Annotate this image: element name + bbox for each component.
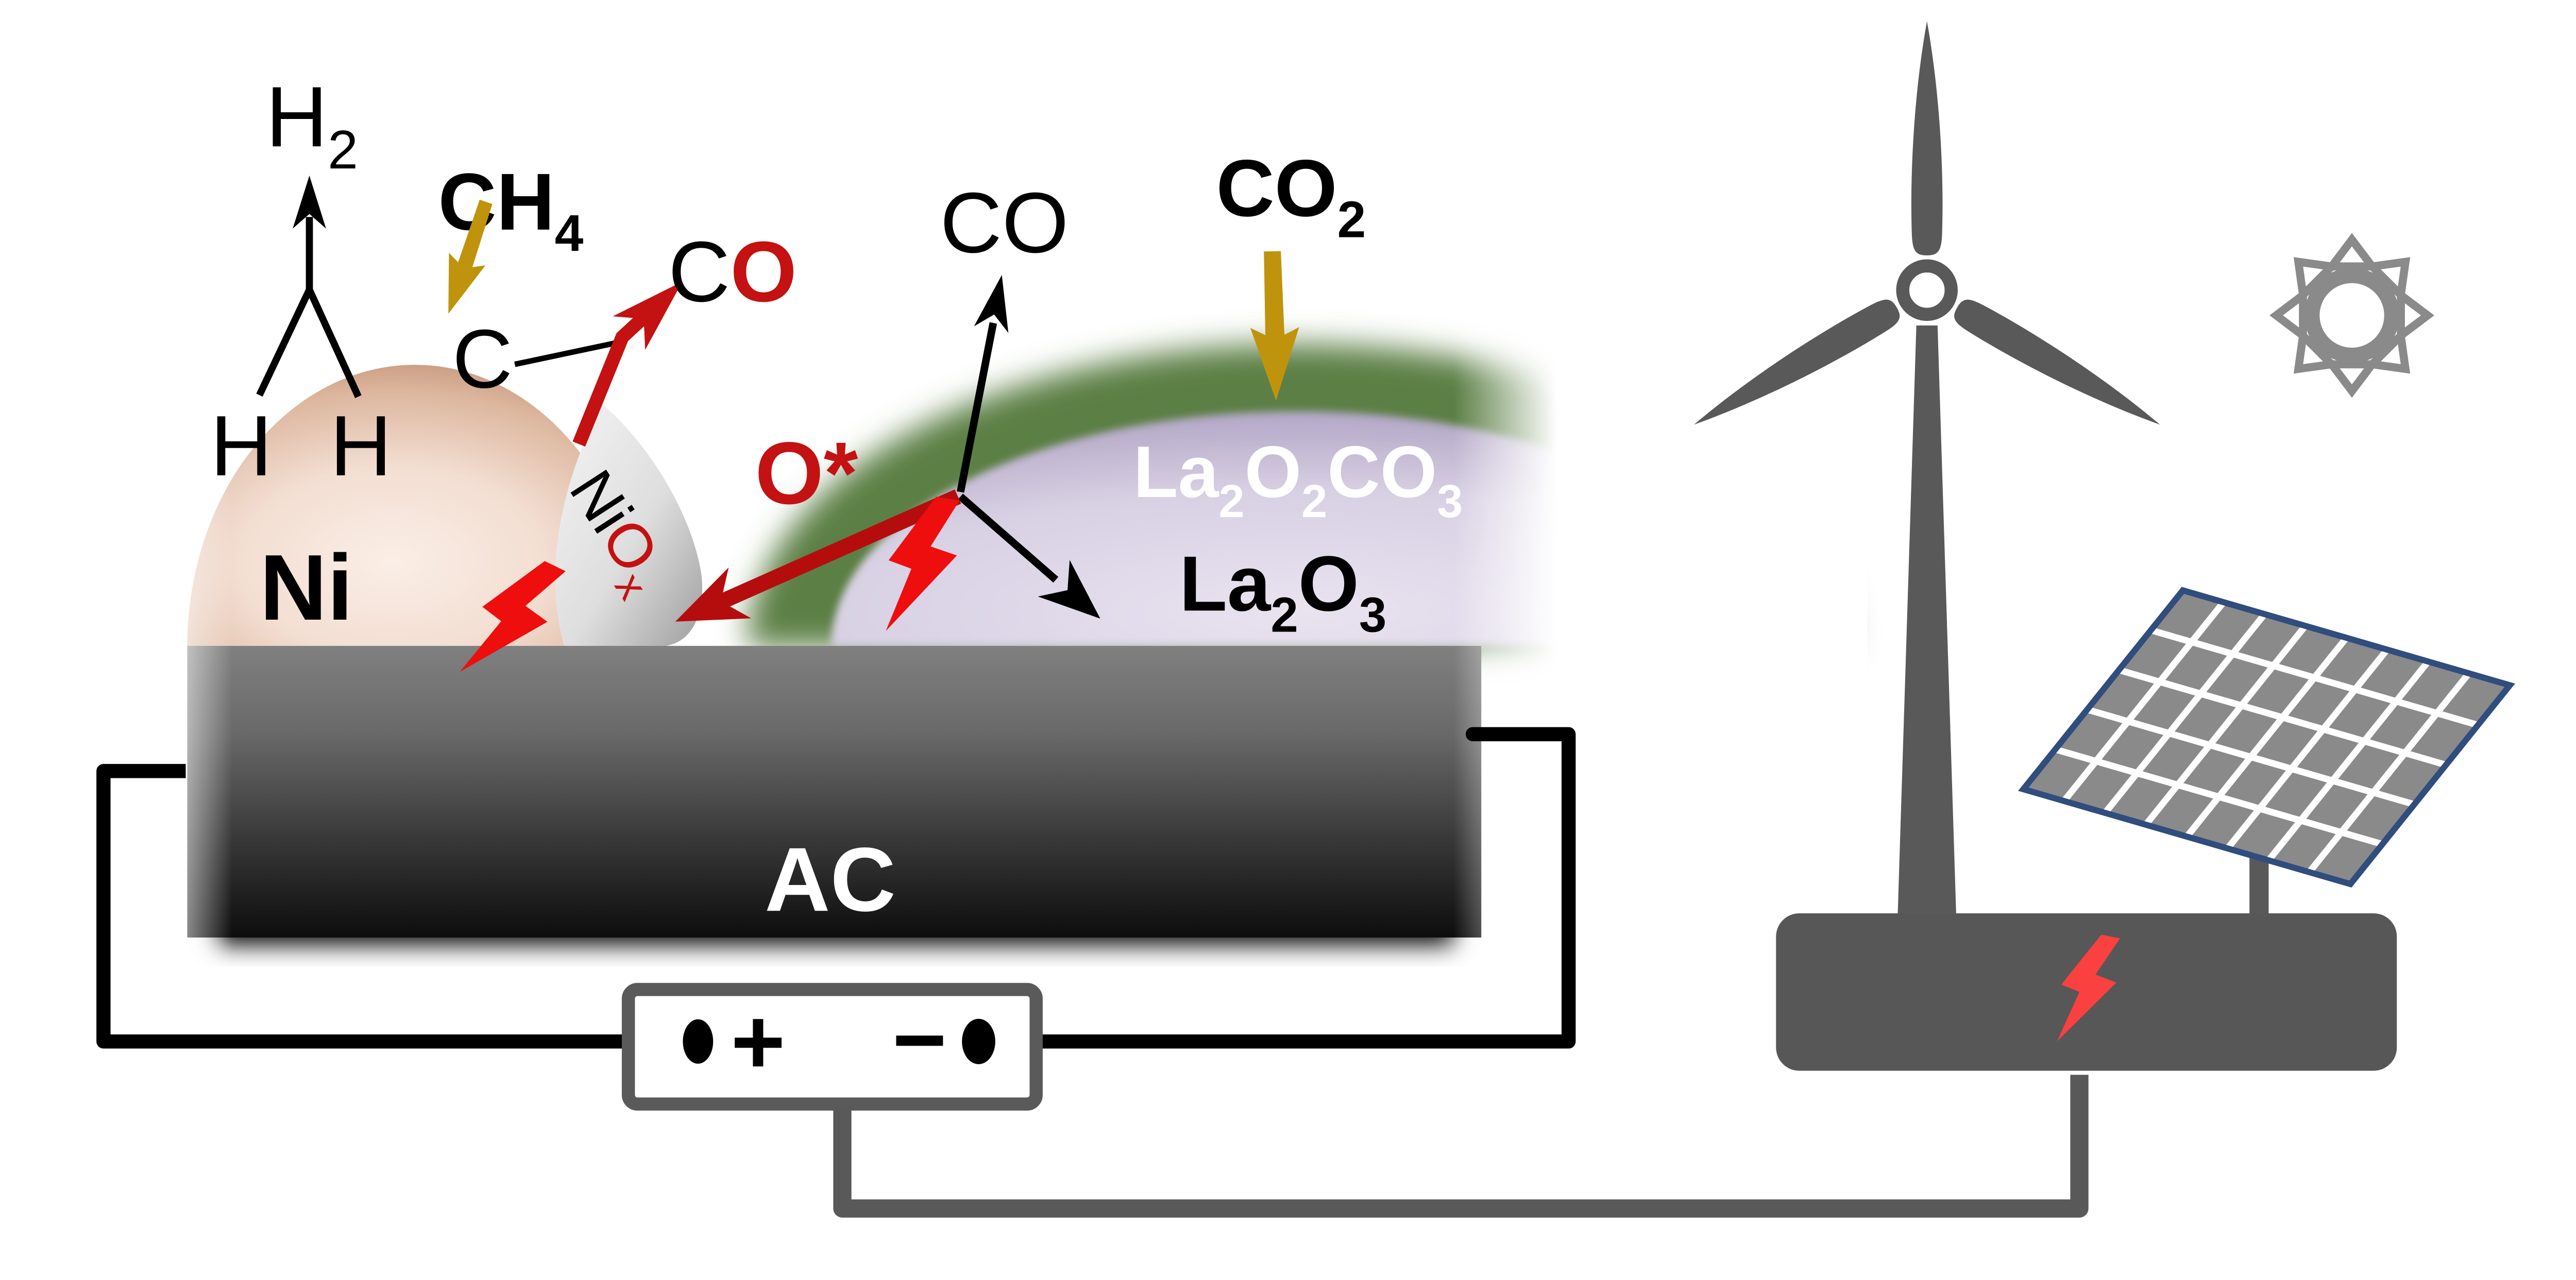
- ac-support: [187, 645, 1482, 938]
- wind-turbine-icon: [1686, 21, 2168, 438]
- right-electrode-wire: [987, 727, 1576, 1049]
- h2-label: H2: [266, 69, 358, 180]
- figure-container: + −: [96, 21, 2515, 1218]
- power-supply: + −: [621, 983, 1043, 1111]
- la2o3-label: La2O3: [1179, 540, 1386, 642]
- dc-supply-wire: [833, 1074, 2089, 1218]
- turbine-tower: [1897, 325, 1957, 916]
- catalyst-scene: [144, 313, 1868, 984]
- o-spillover-arrow: [716, 489, 961, 610]
- co-product-label: CO: [668, 224, 797, 320]
- ni-label: Ni: [260, 536, 353, 640]
- ch4-label: CH4: [438, 157, 583, 262]
- c-o-bond: [514, 339, 621, 367]
- solar-panel-icon: [2018, 587, 2515, 888]
- h-right-label: H: [330, 398, 392, 494]
- o-star-label: O*: [755, 424, 858, 523]
- co2-label: CO2: [1216, 143, 1366, 248]
- minus-symbol: −: [892, 988, 947, 1092]
- ac-label: AC: [765, 829, 896, 930]
- electrode-circuit: [96, 727, 2089, 1218]
- panel-frame: [2018, 587, 2515, 888]
- fade-left: [144, 313, 232, 984]
- sun-core: [2304, 268, 2400, 363]
- la2o2co3-label: La2O2CO3: [1133, 431, 1463, 527]
- reaction-annotations: H2 H H CH4 C CO CO O* CO2: [210, 69, 1366, 697]
- turbine-hub: [1896, 259, 1958, 321]
- left-electrode-wire: [96, 764, 683, 1049]
- turbine-blade-top: [1911, 21, 1943, 255]
- co-release-arrow: [957, 322, 997, 493]
- renewables: [1686, 21, 2515, 1071]
- panel-grid: [2054, 600, 2479, 874]
- h-left-label: H: [210, 398, 272, 494]
- reforming-schematic: + −: [96, 21, 2515, 1218]
- plus-terminal-dot: [683, 1019, 714, 1064]
- co2-capture-arrow: [958, 493, 1059, 583]
- power-supply-box: [621, 983, 1043, 1111]
- co-top-label: CO: [940, 175, 1069, 271]
- sun-icon: [2276, 240, 2428, 391]
- turbine-blade-right: [1949, 294, 2168, 438]
- minus-terminal-dot: [962, 1018, 995, 1065]
- fade-right: [1453, 313, 1868, 969]
- c-label: C: [452, 313, 513, 405]
- niox-region: [555, 403, 703, 646]
- plus-symbol: +: [731, 990, 785, 1094]
- h2-release-arrow: [256, 217, 362, 398]
